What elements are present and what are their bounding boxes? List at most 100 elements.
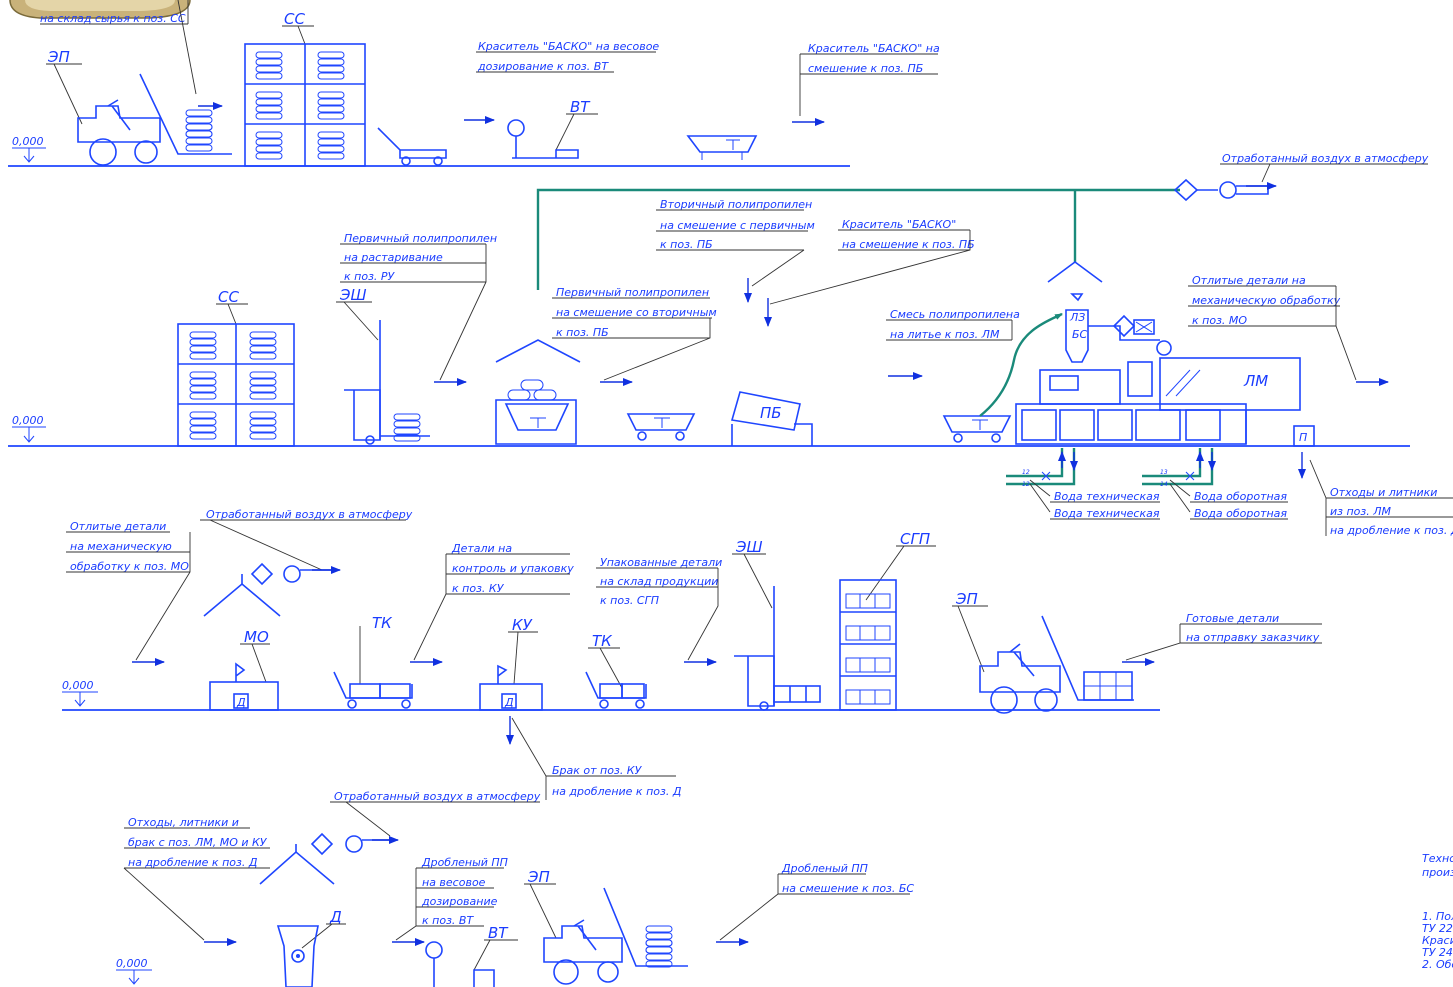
scale-vt-1: ВТ <box>507 98 598 159</box>
code-bs: БС <box>1072 328 1088 341</box>
machining-mo: МО Д <box>209 628 279 711</box>
side-text-3: 1. Пол <box>1422 910 1453 923</box>
note-waste2-line2: брак с поз. ЛМ, МО и КУ <box>128 836 268 849</box>
note-crushed-line1: Дробленый ПП <box>421 856 508 869</box>
note-pp-ru-line1: Первичный полипропилен <box>344 232 497 245</box>
pipe-num-1: 12 <box>1022 469 1030 476</box>
code-tk-1: ТК <box>372 614 393 632</box>
fan-icon <box>1156 340 1172 356</box>
code-lz: ЛЗ <box>1069 311 1085 324</box>
level-mark-1: 0,000 <box>12 135 44 148</box>
level-mark-3: 0,000 <box>62 679 94 692</box>
box-mark-mo: Д <box>236 696 246 709</box>
bag-unloader <box>495 339 581 445</box>
warehouse-ss-1: СС <box>244 10 366 167</box>
note-waste-line3: на дробление к поз. Д <box>1330 524 1453 537</box>
note-det-ku-line2: контроль и упаковку <box>452 562 574 575</box>
code-vt-2: ВТ <box>488 924 509 942</box>
level-arrow-icon <box>23 427 35 443</box>
note-cast-mo-line3: к поз. МО <box>1192 314 1247 327</box>
box-mark-ku: Д <box>504 696 514 709</box>
level-1: 0,000 на склад сырья к поз. СС ЭП СС <box>8 0 940 167</box>
note-cast2-line3: обработку к поз. МО <box>70 560 189 573</box>
side-text-6: ТУ 24 <box>1422 946 1453 959</box>
emblem <box>9 0 191 19</box>
forklift-ep-2: ЭП <box>952 590 1134 714</box>
code-ep-1: ЭП <box>47 48 70 66</box>
note-sec-pp-line2: на смешение с первичным <box>660 219 815 232</box>
level-mark-4: 0,000 <box>116 957 148 970</box>
level-3: 0,000 Отлитые детали на механическую обр… <box>62 508 1322 800</box>
note-pp-ru-line3: к поз. РУ <box>344 270 396 283</box>
note-air-3: Отработанный воздух в атмосферу <box>334 790 541 803</box>
note-crushed2-line2: на смешение к поз. БС <box>782 882 914 895</box>
note-det-ku-line3: к поз. КУ <box>452 582 505 595</box>
flag-icon <box>497 664 508 684</box>
note-air-1: Отработанный воздух в атмосферу <box>1222 152 1429 165</box>
conveyor-tk-1: ТК <box>333 614 413 709</box>
note-waste-line1: Отходы и литники <box>1330 486 1437 499</box>
fan-icon <box>1219 181 1237 199</box>
ventilation-system: Отработанный воздух в атмосферу <box>536 152 1429 290</box>
note-air-2: Отработанный воздух в атмосферу <box>206 508 413 521</box>
pipe-num-3: 13 <box>1160 469 1168 476</box>
note-pack-line3: к поз. СГП <box>600 594 659 607</box>
note-cast2-line2: на механическую <box>70 540 172 553</box>
flag-icon <box>235 662 246 682</box>
note-ready-line2: на отправку заказчику <box>1186 631 1320 644</box>
code-ss-1: СС <box>284 10 305 28</box>
note-prim-mix-line1: Первичный полипропилен <box>556 286 709 299</box>
note-dye-pb-line1: Краситель "БАСКО" на <box>808 42 940 55</box>
note-top-cut: на склад сырья к поз. СС <box>40 12 186 25</box>
note-pack-line2: на склад продукции <box>600 575 718 588</box>
code-tk-2: ТК <box>592 632 613 650</box>
note-dye2-line2: на смешение к поз. ПБ <box>842 238 975 251</box>
level-mark-2: 0,000 <box>12 414 44 427</box>
fan-icon <box>283 565 301 583</box>
crusher-d: Д <box>276 908 346 987</box>
code-ku: КУ <box>512 616 533 634</box>
side-text-4: ТУ 22 <box>1422 922 1453 935</box>
code-ss-2: СС <box>218 288 239 306</box>
note-waste2-line3: на дробление к поз. Д <box>128 856 258 869</box>
note-mix-lm-line1: Смесь полипропилена <box>890 308 1020 321</box>
container-p <box>1293 425 1315 447</box>
code-p: П <box>1299 431 1307 444</box>
note-ready-line1: Готовые детали <box>1186 612 1279 625</box>
note-prim-mix-line3: к поз. ПБ <box>556 326 609 339</box>
note-water-1: Вода техническая <box>1054 490 1160 503</box>
stacker-esh-1: Первичный полипропилен на растаривание к… <box>336 232 497 445</box>
note-dye-pb-line2: смешение к поз. ПБ <box>808 62 923 75</box>
fan-icon <box>345 835 363 853</box>
cart-2 <box>626 413 696 431</box>
note-brak-line1: Брак от поз. КУ <box>552 764 643 777</box>
mixer-pb: ПБ <box>730 391 813 446</box>
note-water-4: Вода оборотная <box>1194 507 1287 520</box>
note-dye2-line1: Краситель "БАСКО" <box>842 218 956 231</box>
note-pp-ru-line2: на растаривание <box>344 251 443 264</box>
water-pipes: 12 12 13 14 Вода техническая Вода технич… <box>1006 448 1288 520</box>
stacker-esh-2: ЭШ <box>732 538 821 711</box>
level-arrow-icon <box>23 148 35 163</box>
filter-icon <box>250 562 274 586</box>
note-sec-pp-line3: к поз. ПБ <box>660 238 713 251</box>
note-dye-vt-line2: дозирование к поз. ВТ <box>477 60 609 73</box>
code-lm: ЛМ <box>1243 372 1268 390</box>
level-4: 0,000 Отработанный воздух в атмосферу От… <box>116 790 1453 987</box>
code-pb: ПБ <box>760 404 782 422</box>
hood-icon <box>495 339 581 363</box>
side-notes: Техно произ 1. Пол ТУ 22 Красит ТУ 24 2.… <box>1422 852 1453 971</box>
pipe-num-2: 12 <box>1022 481 1030 488</box>
cart-3 <box>942 415 1012 433</box>
note-crushed-line2: на весовое <box>422 876 486 889</box>
cart-1 <box>686 135 758 153</box>
note-crushed-line4: к поз. ВТ <box>422 914 474 927</box>
note-pack-line1: Упакованные детали <box>600 556 722 569</box>
note-det-ku-line1: Детали на <box>451 542 512 555</box>
code-esh-1: ЭШ <box>339 286 367 304</box>
note-waste-line2: из поз. ЛМ <box>1330 505 1392 518</box>
code-ep-3: ЭП <box>527 868 550 886</box>
level-arrow-icon <box>128 970 140 985</box>
filter-icon <box>310 832 334 856</box>
code-sgp: СГП <box>900 530 930 548</box>
